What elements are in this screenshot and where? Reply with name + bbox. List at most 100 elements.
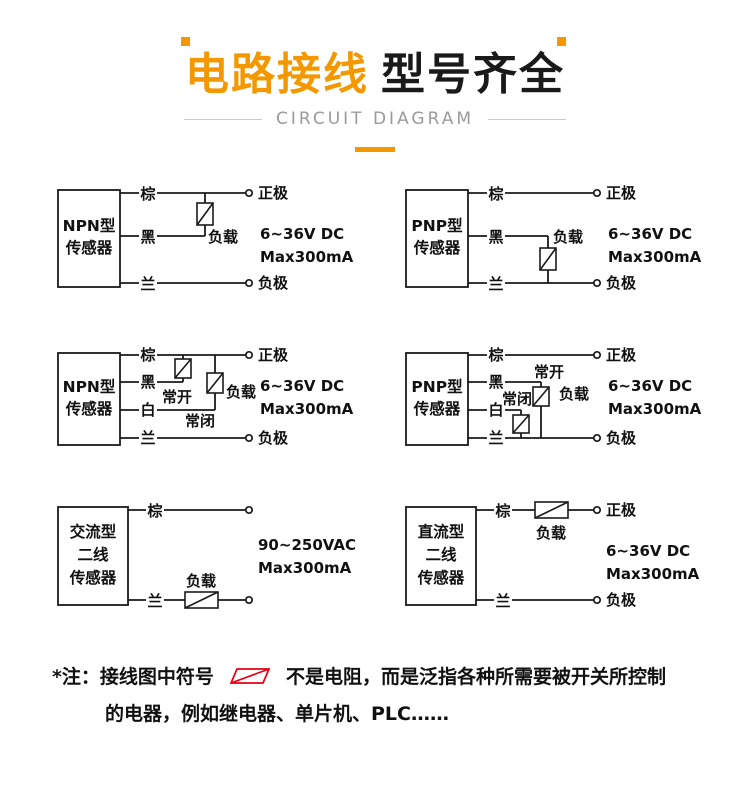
wire-label-brown: 棕	[147, 502, 162, 520]
wire-label-white: 白	[488, 401, 503, 419]
negative-label: 负极	[606, 591, 637, 609]
footnote-line2: 的电器，例如继电器、单片机、PLC……	[105, 703, 449, 725]
label-bg	[139, 402, 157, 418]
load-resistor	[534, 501, 569, 519]
no-load-resistor	[532, 386, 550, 407]
label-bg	[494, 592, 512, 608]
nc-load-resistor	[206, 372, 224, 394]
diagram-npn-3wire: NPN型 传感器 棕 黑 兰 负载 正极 负极 6~36V DC Max300m…	[57, 184, 354, 293]
spec-voltage: 90~250VAC	[258, 536, 356, 554]
positive-terminal-dot	[244, 350, 254, 360]
load-label: 负载	[553, 228, 583, 246]
spec-current: Max300mA	[260, 248, 354, 266]
page-title-rest: 型号齐全	[381, 49, 565, 100]
label-bg	[494, 502, 512, 518]
label-bg	[487, 347, 505, 363]
sensor-box	[57, 352, 121, 446]
negative-terminal-dot	[592, 433, 602, 443]
sensor-name-line1: PNP型	[411, 378, 463, 396]
wire-label-blue: 兰	[488, 275, 503, 293]
label-bg	[487, 402, 505, 418]
load-label: 负载	[559, 385, 589, 403]
page-subtitle: CIRCUIT DIAGRAM	[276, 109, 474, 129]
normally-open-label: 常开	[162, 388, 192, 406]
wire-label-blue: 兰	[147, 592, 162, 610]
label-bg	[487, 228, 505, 244]
wire-label-brown: 棕	[140, 346, 155, 364]
positive-label: 正极	[606, 501, 637, 519]
spec-voltage: 6~36V DC	[260, 225, 344, 243]
page-title: 电路接线型号齐全	[0, 38, 750, 102]
sensor-box	[405, 189, 469, 288]
footnote-line1: *注：接线图中符号 不是电阻，而是泛指各种所需要被开关所控制	[52, 662, 720, 689]
label-bg	[146, 592, 164, 608]
sensor-name-line2: 传感器	[413, 399, 461, 418]
subtitle-row: CIRCUIT DIAGRAM	[0, 109, 750, 129]
wire-label-brown: 棕	[140, 185, 155, 203]
spec-current: Max300mA	[608, 248, 702, 266]
negative-label: 负极	[606, 429, 637, 447]
spec-voltage: 6~36V DC	[608, 225, 692, 243]
positive-label: 正极	[258, 346, 289, 364]
negative-label: 负极	[606, 274, 637, 292]
sensor-name-line3: 传感器	[417, 568, 465, 587]
positive-terminal-dot	[244, 188, 254, 198]
label-bg	[487, 275, 505, 291]
normally-closed-label: 常闭	[185, 412, 215, 430]
wire-label-black: 黑	[140, 228, 155, 246]
label-bg	[487, 185, 505, 201]
label-bg	[487, 374, 505, 390]
terminal-dot-bottom	[244, 595, 254, 605]
spec-current: Max300mA	[608, 400, 702, 418]
sensor-name-line1: PNP型	[411, 217, 463, 235]
spec-current: Max300mA	[258, 559, 352, 577]
negative-label: 负极	[258, 274, 289, 292]
positive-terminal-dot	[592, 505, 602, 515]
sensor-box	[57, 506, 129, 606]
load-symbol-icon	[229, 667, 271, 684]
sensor-name-line3: 传感器	[69, 568, 117, 587]
subtitle-divider-left	[184, 118, 262, 120]
negative-terminal-dot	[592, 278, 602, 288]
wire-label-brown: 棕	[495, 502, 510, 520]
spec-current: Max300mA	[606, 565, 700, 583]
normally-closed-label: 常闭	[502, 390, 532, 408]
accent-square-left	[181, 37, 190, 46]
load-resistor	[196, 202, 214, 226]
sensor-name-line2: 二线	[425, 545, 457, 564]
positive-terminal-dot	[592, 350, 602, 360]
sensor-name-line1: NPN型	[63, 217, 116, 235]
diagram-ac-2wire: 交流型 二线 传感器 棕 兰 负载 90~250VAC Max300mA	[57, 502, 356, 610]
label-bg	[146, 502, 164, 518]
footnote-text-after: 不是电阻，而是泛指各种所需要被开关所控制	[285, 666, 666, 688]
accent-square-right	[557, 37, 566, 46]
label-bg	[487, 430, 505, 446]
diagram-npn-4wire: NPN型 传感器 棕 黑 白 兰 常开 负载 常闭 正极 负极 6~36V DC…	[57, 346, 354, 447]
sensor-name-line1: 直流型	[418, 522, 465, 541]
nc-load-resistor	[512, 414, 530, 434]
wire-label-black: 黑	[488, 228, 503, 246]
load-label: 负载	[226, 383, 256, 401]
spec-voltage: 6~36V DC	[608, 377, 692, 395]
label-bg	[139, 228, 157, 244]
positive-label: 正极	[606, 346, 637, 364]
wire-label-black: 黑	[488, 373, 503, 391]
wire-label-blue: 兰	[488, 429, 503, 447]
sensor-name-line2: 传感器	[65, 238, 113, 257]
label-bg	[139, 275, 157, 291]
wire-label-blue: 兰	[140, 429, 155, 447]
load-label: 负载	[186, 572, 216, 590]
page-title-accent: 电路接线	[185, 49, 369, 100]
sensor-box	[57, 189, 121, 288]
wire-label-brown: 棕	[488, 346, 503, 364]
spec-voltage: 6~36V DC	[606, 542, 690, 560]
label-bg	[139, 430, 157, 446]
wire-label-black: 黑	[140, 373, 155, 391]
wire-label-blue: 兰	[495, 592, 510, 610]
wire-label-white: 白	[140, 401, 155, 419]
wire-label-blue: 兰	[140, 275, 155, 293]
positive-label: 正极	[606, 184, 637, 202]
accent-underline	[355, 147, 395, 152]
load-resistor	[184, 591, 219, 609]
